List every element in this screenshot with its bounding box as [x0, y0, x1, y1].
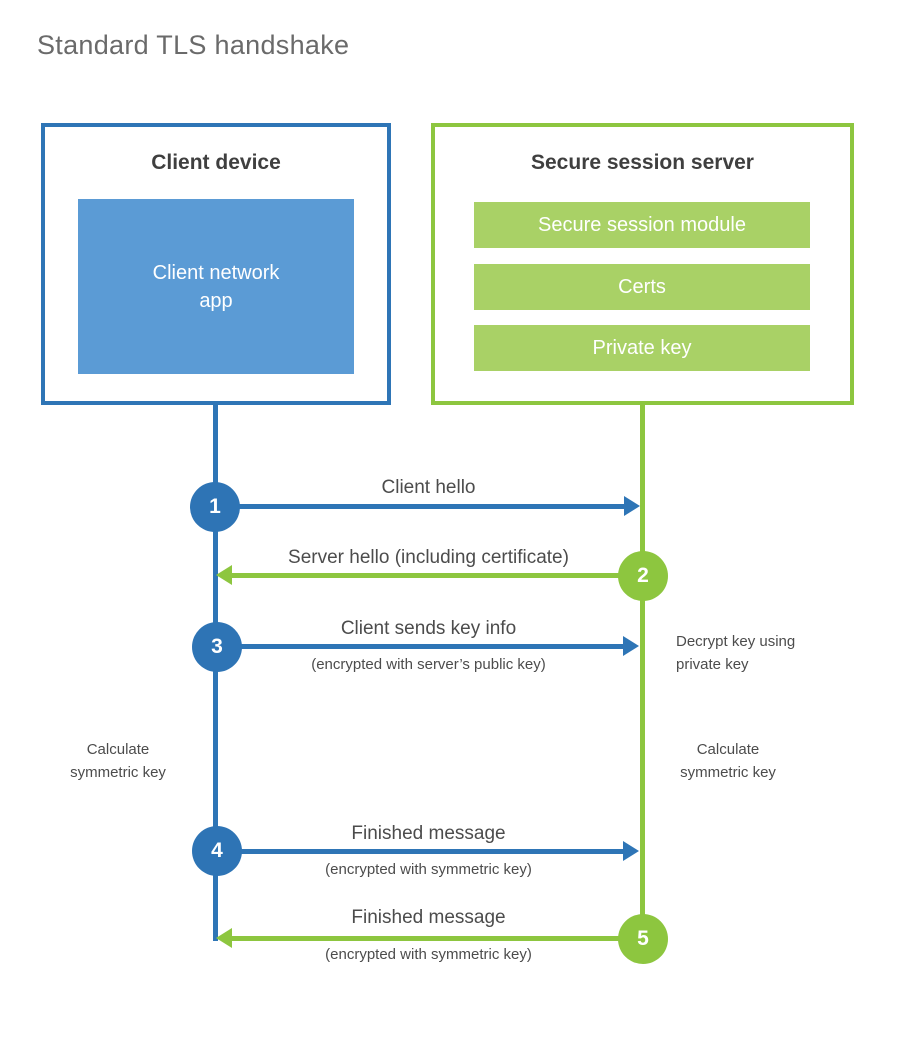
server-lifeline [640, 401, 645, 963]
page-title: Standard TLS handshake [37, 30, 350, 60]
step2-label: Server hello (including certificate) [288, 547, 569, 568]
step5-arrow-line [232, 936, 642, 941]
secure-session-server-title: Secure session server [531, 151, 754, 174]
step4-arrow-line [217, 849, 625, 854]
step4-sublabel: (encrypted with symmetric key) [325, 861, 532, 878]
private-key-bar: Private key [474, 325, 810, 371]
secure-session-server-box: Secure session server Secure session mod… [431, 123, 854, 405]
step5-badge: 5 [618, 914, 668, 964]
step5-arrowhead-left-icon [216, 928, 232, 948]
step4-arrowhead-right-icon [623, 841, 639, 861]
note-decrypt-key: Decrypt key using private key [676, 633, 796, 674]
secure-session-module-bar: Secure session module [474, 202, 810, 248]
step1-arrow-line [215, 504, 625, 509]
step3-arrowhead-right-icon [623, 636, 639, 656]
step3-label: Client sends key info [340, 618, 517, 639]
client-device-title: Client device [151, 151, 281, 174]
step4-label: Finished message [351, 823, 506, 844]
step3-badge: 3 [192, 622, 242, 672]
step3-sublabel: (encrypted with server’s public key) [311, 656, 546, 673]
client-device-box: Client device Client network app [41, 123, 391, 405]
step1-label: Client hello [381, 477, 476, 498]
step2-badge: 2 [618, 551, 668, 601]
note-calculate-symmetric-key-server: Calculate symmetric key [680, 741, 776, 782]
step4-badge: 4 [192, 826, 242, 876]
step3-arrow-line [217, 644, 625, 649]
step5-label: Finished message [351, 907, 506, 928]
step1-arrowhead-right-icon [624, 496, 640, 516]
step5-sublabel: (encrypted with symmetric key) [325, 946, 532, 963]
step2-arrowhead-left-icon [216, 565, 232, 585]
step2-arrow-line [232, 573, 642, 578]
certs-bar: Certs [474, 264, 810, 310]
client-network-app-box: Client network app [78, 199, 354, 374]
note-calculate-symmetric-key-client: Calculate symmetric key [70, 741, 166, 782]
step1-badge: 1 [190, 482, 240, 532]
